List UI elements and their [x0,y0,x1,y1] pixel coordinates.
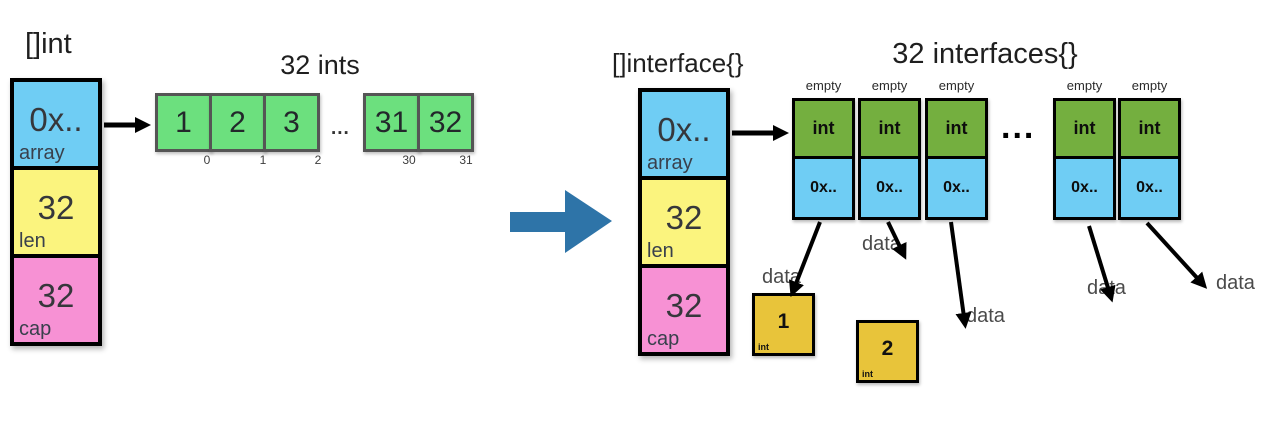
left-cap-value: 32 [37,277,75,314]
left-struct-cap-cell: 32 cap [14,254,98,342]
interface-array-ellipsis: ... [1001,108,1036,146]
interface-type-cell: int [861,101,918,156]
interface-pointer-cell: 0x.. [1056,156,1113,217]
data-label-3: data [966,305,1005,327]
data-type-label: int [862,369,873,379]
right-struct-len-cell: 32 len [642,176,726,264]
right-len-value: 32 [665,199,703,236]
index-label-2: 2 [314,153,322,167]
interface-pointer-cell: 0x.. [861,156,918,217]
interface-box-3: int 0x.. [1053,98,1116,220]
data-type-label: int [758,342,769,352]
interface-pointer-cell: 0x.. [928,156,985,217]
left-array-pointer-value: 0x.. [29,101,83,138]
empty-label-3: empty [1066,78,1103,93]
left-slice-title: []int [25,28,72,60]
interface-pointer-cell: 0x.. [795,156,852,217]
int-array-title: 32 ints [280,50,360,80]
index-label-30: 30 [402,153,416,167]
left-struct-array-cell: 0x.. array [14,82,98,166]
data-box-2: 2 int [856,320,919,383]
data-label-31: data [1087,277,1126,299]
int-array-cell-1: 2 [209,93,266,152]
left-struct-len-cell: 32 len [14,166,98,254]
interface-box-0: int 0x.. [792,98,855,220]
empty-label-0: empty [805,78,842,93]
empty-label-2: empty [938,78,975,93]
transform-arrow [510,190,612,253]
left-cap-cell-label: cap [19,318,52,340]
left-slice-struct: 0x.. array 32 len 32 cap [10,78,102,346]
right-array-pointer-value: 0x.. [657,111,711,148]
right-len-cell-label: len [647,240,674,262]
left-len-cell-label: len [19,230,46,252]
data-value: 2 [881,336,894,360]
data-box-1: 1 int [752,293,815,356]
pointer-arrow-data-32 [1145,221,1208,289]
int-array-cell-0: 1 [155,93,212,152]
right-slice-title: []interface{} [612,48,744,78]
right-cap-cell-label: cap [647,328,680,350]
int-array-ellipsis: ... [331,118,350,139]
interface-type-cell: int [1121,101,1178,156]
int-array-cell-31: 32 [417,93,474,152]
right-struct-array-cell: 0x.. array [642,92,726,176]
interface-type-cell: int [928,101,985,156]
interface-box-1: int 0x.. [858,98,921,220]
data-label-2: data [862,233,901,255]
data-value: 1 [777,309,790,333]
left-len-value: 32 [37,189,75,226]
index-label-0: 0 [203,153,211,167]
interface-box-4: int 0x.. [1118,98,1181,220]
empty-label-1: empty [871,78,908,93]
interface-box-2: int 0x.. [925,98,988,220]
index-label-1: 1 [259,153,267,167]
interface-type-cell: int [1056,101,1113,156]
right-slice-struct: 0x.. array 32 len 32 cap [638,88,730,356]
interface-array-title: 32 interfaces{} [892,38,1078,70]
int-array-cell-2: 3 [263,93,320,152]
data-label-32: data [1216,272,1255,294]
left-array-cell-label: array [19,142,65,164]
interface-pointer-cell: 0x.. [1121,156,1178,217]
int-array-cell-30: 31 [363,93,420,152]
index-label-31: 31 [459,153,473,167]
right-cap-value: 32 [665,287,703,324]
interface-type-cell: int [795,101,852,156]
empty-label-4: empty [1131,78,1168,93]
pointer-arrow-data-3 [949,221,972,329]
right-array-cell-label: array [647,152,693,174]
right-struct-cap-cell: 32 cap [642,264,726,352]
data-label-1: data [762,266,801,288]
